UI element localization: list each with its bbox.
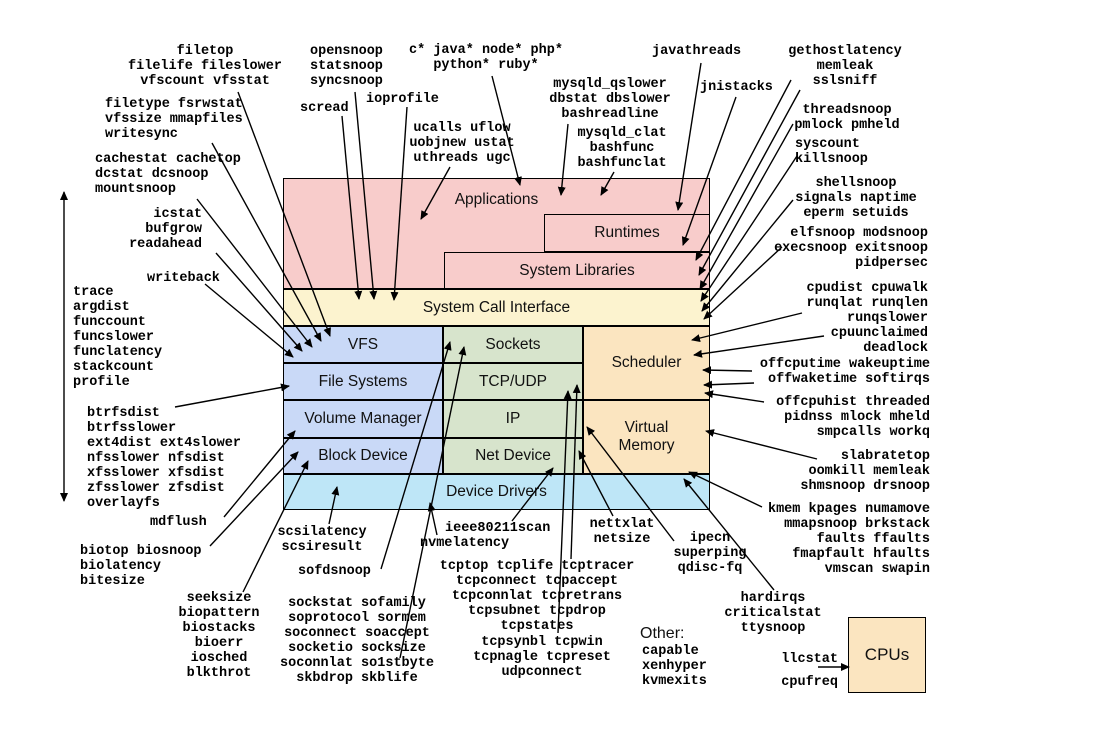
tool-group-mysqld-qslower: mysqld_qslower dbstat dbslower bashreadl… bbox=[549, 77, 671, 122]
tool-group-elfsnoop: elfsnoop modsnoop execsnoop exitsnoop pi… bbox=[774, 226, 928, 271]
box-runtimes: Runtimes bbox=[544, 214, 710, 252]
box-sockets-label: Sockets bbox=[485, 335, 541, 353]
box-file-systems-label: File Systems bbox=[318, 372, 408, 390]
tool-group-tcpsynbl: tcpsynbl tcpwin tcpnagle tcpreset udpcon… bbox=[473, 635, 611, 680]
tool-group-shellsnoop: shellsnoop signals naptime eperm setuids bbox=[795, 176, 917, 221]
tool-group-writeback: writeback bbox=[147, 271, 220, 286]
box-cpus: CPUs bbox=[848, 617, 926, 693]
tool-group-jnistacks: jnistacks bbox=[700, 80, 773, 95]
box-system-call-interface: System Call Interface bbox=[283, 289, 710, 326]
tool-group-seeksize: seeksize biopattern biostacks bioerr ios… bbox=[178, 591, 260, 681]
tool-group-kmem: kmem kpages numamove mmapsnoop brkstack … bbox=[767, 502, 930, 577]
box-cpus-label: CPUs bbox=[864, 645, 910, 664]
tool-group-sofdsnoop: sofdsnoop bbox=[298, 564, 371, 579]
box-block-device: Block Device bbox=[283, 438, 443, 474]
box-virtual-memory: Virtual Memory bbox=[583, 400, 710, 474]
box-ip: IP bbox=[443, 400, 583, 438]
tool-group-hardirqs: hardirqs criticalstat ttysnoop bbox=[724, 591, 822, 636]
tool-group-biotop: biotop biosnoop biolatency bitesize bbox=[80, 544, 202, 589]
box-vfs-label: VFS bbox=[347, 335, 379, 353]
tool-group-sockstat: sockstat sofamily soprotocol sormem soco… bbox=[280, 596, 434, 686]
tool-group-trace: trace argdist funccount funcslower funcl… bbox=[73, 285, 163, 390]
box-system-call-interface-label: System Call Interface bbox=[422, 298, 571, 316]
tool-group-ucalls: ucalls uflow uobjnew ustat uthreads ugc bbox=[409, 121, 515, 166]
tool-group-cachestat: cachestat cachetop dcstat dcsnoop mounts… bbox=[95, 152, 241, 197]
tool-group-ipecn: ipecn superping qdisc-fq bbox=[673, 531, 747, 576]
tool-group-nvmelatency: nvmelatency bbox=[420, 536, 510, 551]
tool-group-scread: scread bbox=[300, 101, 349, 116]
tool-group-tcptop: tcptop tcplife tcptracer tcpconnect tcpa… bbox=[439, 559, 635, 634]
box-device-drivers-label: Device Drivers bbox=[446, 483, 547, 500]
box-vfs: VFS bbox=[283, 326, 443, 363]
box-file-systems: File Systems bbox=[283, 363, 443, 400]
tool-group-scsilatency: scsilatency scsiresult bbox=[277, 525, 367, 555]
box-system-libraries-label: System Libraries bbox=[519, 261, 635, 279]
tool-group-threadsnoop: threadsnoop pmlock pmheld bbox=[794, 103, 900, 133]
tool-group-cpudist: cpudist cpuwalk runqlat runqlen runqslow… bbox=[806, 281, 928, 356]
tool-group-ioprofile: ioprofile bbox=[366, 92, 439, 107]
box-ip-label: IP bbox=[505, 410, 521, 427]
box-tcp-udp-label: TCP/UDP bbox=[478, 372, 548, 390]
box-tcp-udp: TCP/UDP bbox=[443, 363, 583, 400]
box-volume-manager-label: Volume Manager bbox=[304, 410, 422, 427]
tool-group-icstat: icstat bufgrow readahead bbox=[129, 207, 202, 252]
tool-group-mdflush: mdflush bbox=[150, 515, 207, 530]
arrow-offcputime-to-scheduler bbox=[702, 366, 753, 375]
tool-group-capable: capable xenhyper kvmexits bbox=[642, 644, 707, 689]
tool-group-ieee80211scan: ieee80211scan bbox=[445, 521, 551, 536]
arrow-offwaketime-to-scheduler bbox=[703, 380, 755, 389]
box-volume-manager: Volume Manager bbox=[283, 400, 443, 438]
tool-group-filetype: filetype fsrwstat vfssize mmapfiles writ… bbox=[105, 97, 243, 142]
tool-group-runtime-langs: c* java* node* php* python* ruby* bbox=[409, 43, 563, 73]
tool-group-btrfs: btrfsdist btrfsslower ext4dist ext4slowe… bbox=[87, 406, 241, 511]
tool-group-offcputime: offcputime wakeuptime offwaketime softir… bbox=[759, 357, 930, 387]
box-system-libraries: System Libraries bbox=[444, 252, 710, 289]
tool-group-nettxlat: nettxlat netsize bbox=[589, 517, 655, 547]
box-virtual-memory-label: Virtual Memory bbox=[618, 419, 675, 454]
tool-group-offcpuhist: offcpuhist threaded pidnss mlock mheld s… bbox=[776, 395, 930, 440]
arrow-writeback-to-vfs bbox=[204, 283, 294, 358]
tool-group-slabratetop: slabratetop oomkill memleak shmsnoop drs… bbox=[800, 449, 930, 494]
tool-group-syscount: syscount killsnoop bbox=[795, 137, 868, 167]
tool-group-opensnoop: opensnoop statsnoop syncsnoop bbox=[310, 44, 383, 89]
tool-group-llcstat: llcstat cpufreq bbox=[781, 652, 838, 690]
box-block-device-label: Block Device bbox=[318, 447, 408, 464]
box-net-device: Net Device bbox=[443, 438, 583, 474]
tool-group-gethostlatency: gethostlatency memleak sslsniff bbox=[788, 44, 902, 89]
arrow-offcpuhist-to-scheduler bbox=[704, 390, 765, 403]
tool-group-javathreads: javathreads bbox=[652, 44, 742, 59]
box-net-device-label: Net Device bbox=[475, 447, 551, 464]
tool-group-mysqld-clat: mysqld_clat bashfunc bashfunclat bbox=[577, 126, 667, 171]
tool-group-filetop: filetop filelife fileslower vfscount vfs… bbox=[128, 44, 282, 89]
box-runtimes-label: Runtimes bbox=[594, 224, 660, 241]
box-device-drivers: Device Drivers bbox=[283, 474, 710, 510]
other-label: Other: bbox=[640, 625, 685, 642]
arrow-elfsnoop-to-syscall bbox=[703, 246, 783, 320]
box-scheduler-label: Scheduler bbox=[611, 354, 682, 371]
box-sockets: Sockets bbox=[443, 326, 583, 363]
box-scheduler: Scheduler bbox=[583, 326, 710, 400]
box-applications-label: Applications bbox=[454, 191, 539, 208]
arrow-btrfs-to-file-systems bbox=[174, 383, 290, 408]
arrow-runqslower-to-scheduler bbox=[693, 335, 825, 358]
